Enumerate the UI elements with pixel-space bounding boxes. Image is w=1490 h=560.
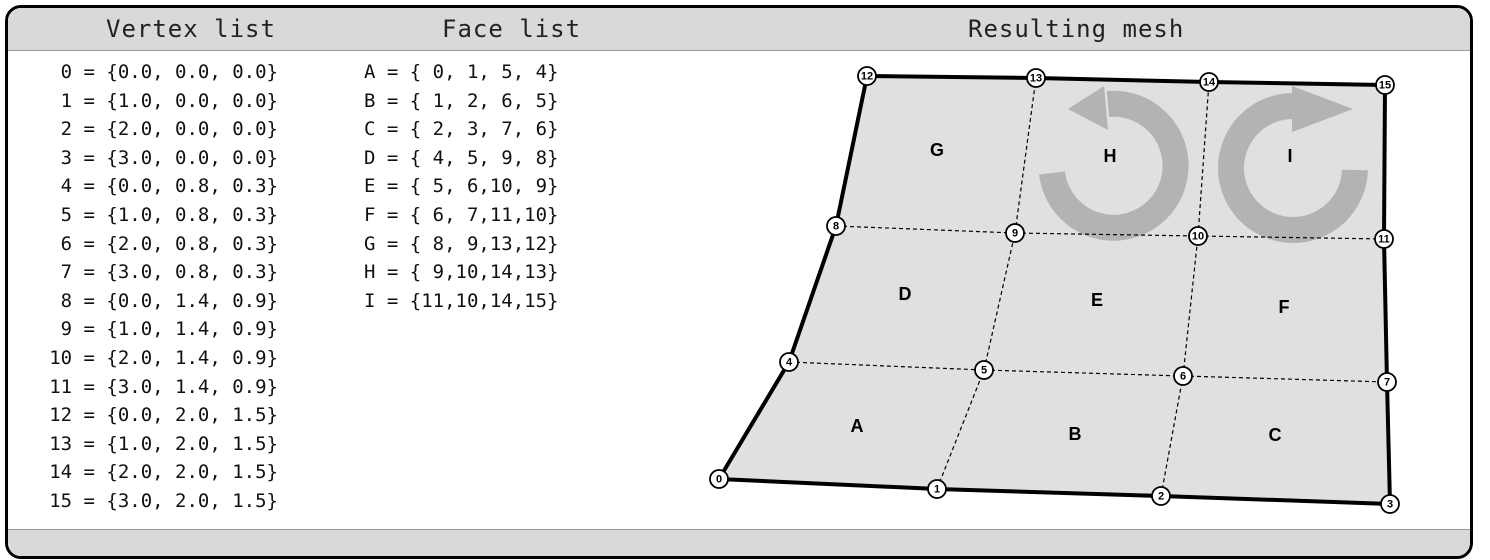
vertex-entry: 0 = {0.0, 0.0, 0.0} — [60, 61, 278, 83]
face-label: B — [1069, 424, 1082, 444]
vertex-number: 4 — [786, 356, 793, 368]
vertex-entry: 6 = {2.0, 0.8, 0.3} — [60, 232, 278, 255]
face-entry: I = {11,10,14,15} — [364, 289, 559, 312]
vertex-marker: 4 — [779, 352, 799, 372]
interior-edge — [1014, 232, 1199, 237]
vertex-list: 0 = {0.0, 0.0, 0.0} 1 = {1.0, 0.0, 0.0} 2 … — [26, 58, 278, 516]
face-label: E — [1091, 290, 1103, 310]
vertex-number: 14 — [1203, 76, 1216, 88]
vertex-marker: 11 — [1374, 229, 1394, 249]
vertex-marker: 5 — [974, 360, 994, 380]
vertex-entry: 13 = {1.0, 2.0, 1.5} — [49, 432, 278, 455]
clockwise-arrow-icon — [1218, 86, 1368, 243]
face-entry: G = { 8, 9,13,12} — [364, 232, 559, 255]
vertex-entry: 3 = {3.0, 0.0, 0.0} — [60, 146, 278, 169]
face-entry: B = { 1, 2, 6, 5} — [364, 89, 559, 112]
vertex-marker: 3 — [1380, 494, 1400, 514]
face-label: D — [899, 284, 912, 304]
interior-edge — [1160, 375, 1184, 497]
vertex-number: 9 — [1012, 227, 1018, 239]
face-entry: F = { 6, 7,11,10} — [364, 203, 559, 226]
face-label: H — [1104, 146, 1117, 166]
interior-edge — [1197, 235, 1385, 240]
vertex-marker: 15 — [1375, 75, 1395, 95]
vertex-marker: 6 — [1173, 366, 1193, 386]
vertex-entry: 4 = {0.0, 0.8, 0.3} — [60, 175, 278, 198]
vertex-number: 11 — [1378, 233, 1390, 245]
footer-bar — [8, 529, 1470, 556]
vertex-entry: 14 = {2.0, 2.0, 1.5} — [49, 461, 278, 484]
vertex-entry: 2 = {2.0, 0.0, 0.0} — [60, 118, 278, 141]
mesh-title: Resulting mesh — [968, 15, 1185, 43]
vertex-list-title: Vertex list — [106, 15, 276, 43]
interior-edge — [1182, 235, 1199, 377]
vertex-entry: 8 = {0.0, 1.4, 0.9} — [60, 289, 278, 312]
vertex-entry: 5 = {1.0, 0.8, 0.3} — [60, 203, 278, 226]
vertex-marker: 13 — [1026, 68, 1046, 88]
face-label: A — [851, 416, 864, 436]
face-list: A = { 0, 1, 5, 4} B = { 1, 2, 6, 5} C = { … — [364, 58, 558, 315]
interior-edge — [1182, 375, 1388, 383]
face-label: F — [1279, 297, 1290, 317]
counterclockwise-arrow-icon — [1039, 86, 1189, 241]
vertex-marker: 8 — [826, 216, 846, 236]
vertex-number: 2 — [1158, 490, 1164, 502]
vertex-entry: 10 = {2.0, 1.4, 0.9} — [49, 346, 278, 369]
interior-edge — [1197, 81, 1210, 237]
vertex-entry: 15 = {3.0, 2.0, 1.5} — [49, 489, 278, 512]
vertex-number: 6 — [1180, 370, 1186, 382]
interior-edge — [936, 369, 985, 490]
vertex-entry: 11 = {3.0, 1.4, 0.9} — [49, 375, 278, 398]
vertex-entry: 9 = {1.0, 1.4, 0.9} — [60, 318, 278, 341]
face-entry: D = { 4, 5, 9, 8} — [364, 146, 559, 169]
vertex-entry: 1 = {1.0, 0.0, 0.0} — [60, 89, 278, 112]
vertex-marker: 0 — [709, 469, 729, 489]
mesh-surface — [719, 76, 1390, 504]
vertex-number: 0 — [716, 473, 722, 485]
face-entry: A = { 0, 1, 5, 4} — [364, 61, 559, 83]
vertex-number: 7 — [1384, 376, 1390, 388]
face-label: G — [930, 140, 944, 160]
face-list-title: Face list — [442, 15, 582, 43]
interior-edge — [1014, 77, 1037, 234]
vertex-marker: 10 — [1188, 226, 1208, 246]
vertex-entry: 7 = {3.0, 0.8, 0.3} — [60, 261, 278, 284]
vertex-number: 5 — [981, 364, 987, 376]
header-bar — [8, 8, 1470, 51]
mesh-diagram-panel: Vertex list Face list Resulting mesh 0 =… — [5, 5, 1473, 559]
vertex-marker: 12 — [857, 66, 877, 86]
vertex-number: 13 — [1030, 72, 1042, 84]
face-entry: E = { 5, 6,10, 9} — [364, 175, 559, 198]
face-entry: H = { 9,10,14,13} — [364, 261, 559, 284]
vertex-entry: 12 = {0.0, 2.0, 1.5} — [49, 404, 278, 427]
vertex-marker: 14 — [1199, 72, 1219, 92]
vertex-number: 8 — [833, 220, 839, 232]
vertex-number: 15 — [1379, 79, 1391, 91]
face-label: C — [1269, 425, 1282, 445]
vertex-number: 1 — [934, 483, 940, 495]
vertex-number: 3 — [1387, 498, 1393, 510]
interior-edge — [788, 361, 985, 371]
face-label: I — [1287, 146, 1292, 166]
vertex-marker: 7 — [1377, 372, 1397, 392]
interior-edge — [983, 369, 1184, 377]
face-entry: C = { 2, 3, 7, 6} — [364, 118, 559, 141]
vertex-number: 12 — [861, 70, 873, 82]
interior-edge — [983, 232, 1016, 371]
vertex-marker: 9 — [1005, 223, 1025, 243]
vertex-marker: 1 — [927, 479, 947, 499]
interior-edge — [835, 225, 1016, 234]
vertex-marker: 2 — [1151, 486, 1171, 506]
vertex-number: 10 — [1192, 230, 1204, 242]
